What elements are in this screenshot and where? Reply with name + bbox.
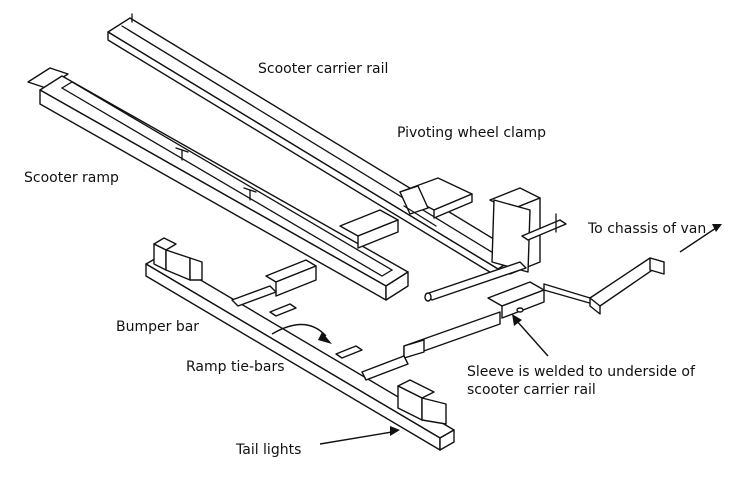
ramp-tie-bars-label: Ramp tie-bars xyxy=(186,359,285,375)
sleeve-note-label: Sleeve is welded to underside of scooter… xyxy=(467,364,695,398)
to-chassis-of-van-label: To chassis of van xyxy=(588,221,707,237)
scooter-ramp xyxy=(27,67,409,301)
chassis-arrow xyxy=(679,224,722,253)
sleeve xyxy=(403,281,545,359)
bumper-bar-label: Bumper bar xyxy=(116,319,200,335)
ramp-tie-bars-arrow xyxy=(271,323,332,344)
chassis-arm xyxy=(543,257,665,315)
tail-lights xyxy=(153,237,447,425)
sleeve-arrow xyxy=(512,314,549,357)
ramp-tie-bars xyxy=(231,259,409,381)
tail-lights-label: Tail lights xyxy=(236,442,302,458)
pivoting-wheel-clamp xyxy=(399,177,473,227)
cross-members xyxy=(339,187,567,302)
pivoting-wheel-clamp-label: Pivoting wheel clamp xyxy=(397,125,547,141)
scooter-carrier-rail-label: Scooter carrier rail xyxy=(258,61,389,77)
scooter-ramp-label: Scooter ramp xyxy=(24,170,119,186)
bumper-bar xyxy=(145,255,455,451)
tail-lights-arrow xyxy=(319,426,400,445)
